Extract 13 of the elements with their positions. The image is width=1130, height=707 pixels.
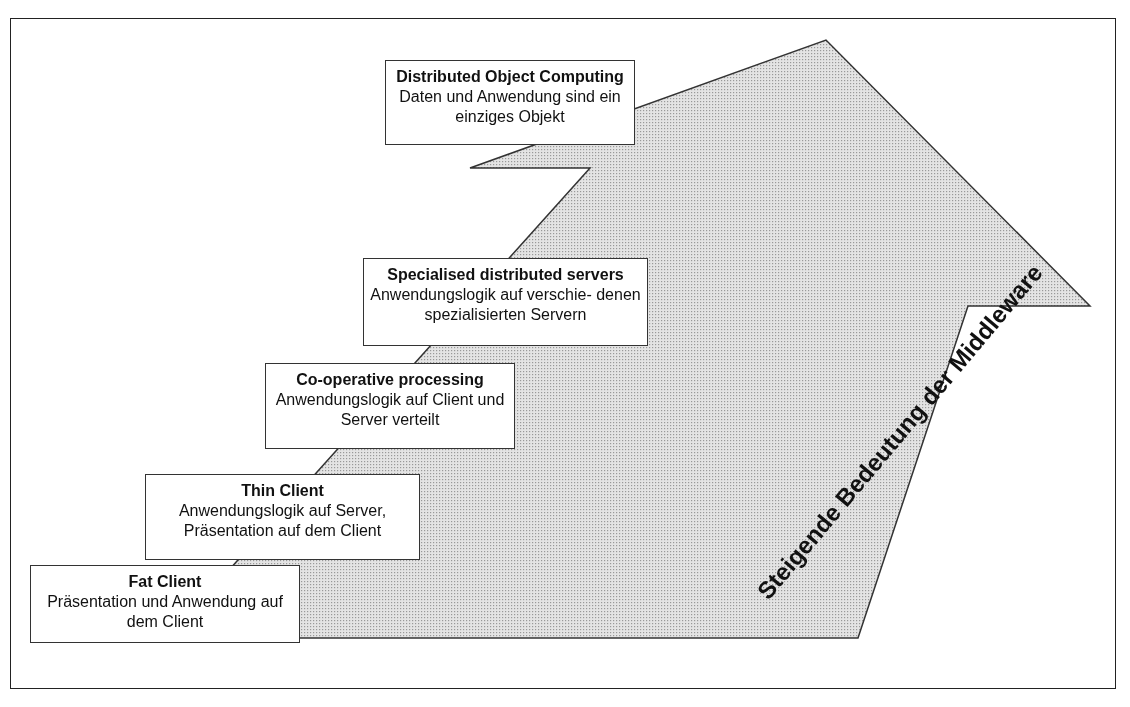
stage-description: Anwendungslogik auf Client und Server verteilt bbox=[274, 390, 506, 430]
stage-description: Präsentation und Anwendung auf dem Client bbox=[46, 592, 284, 632]
stage-title: Distributed Object Computing bbox=[395, 67, 625, 87]
stage-title: Specialised distributed servers bbox=[386, 265, 625, 285]
stage-description: Anwendungslogik auf Server, Präsentation auf dem Client bbox=[177, 501, 388, 541]
stage-title: Thin Client bbox=[240, 481, 325, 501]
stage-box bbox=[145, 474, 420, 560]
stage-description: Anwendungslogik auf verschie- denen spezialisierten Servern bbox=[370, 285, 641, 325]
stage-title: Co-operative processing bbox=[295, 370, 485, 390]
stage-title: Fat Client bbox=[127, 572, 203, 592]
stage-box bbox=[30, 565, 300, 643]
stage-box bbox=[385, 60, 635, 145]
stage-description: Daten und Anwendung sind ein einziges Objekt bbox=[398, 87, 622, 127]
